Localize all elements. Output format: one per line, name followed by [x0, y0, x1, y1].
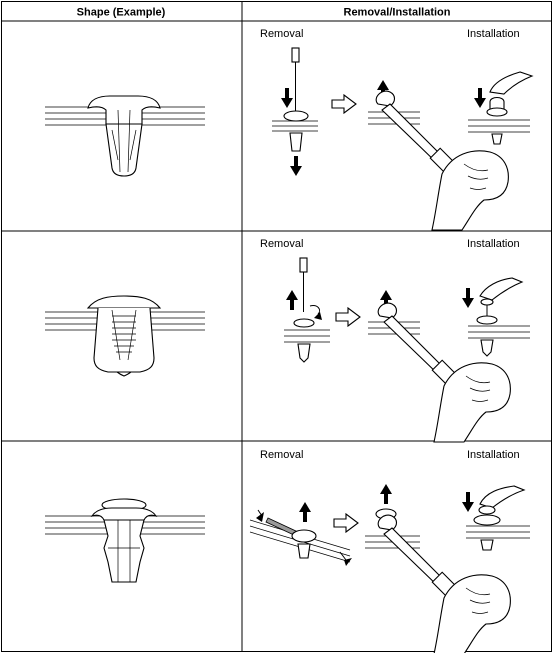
arrow-up-icon	[299, 502, 311, 522]
finger-icon	[489, 71, 534, 95]
header-shape: Shape (Example)	[77, 7, 166, 19]
removal-label-3: Removal	[260, 449, 303, 461]
installation-label-2: Installation	[467, 238, 520, 250]
removal-step-1b	[368, 80, 509, 231]
arrow-down-icon	[462, 288, 474, 308]
next-step-arrow-icon	[333, 513, 359, 533]
installation-label-1: Installation	[467, 28, 520, 40]
next-step-arrow-icon	[331, 94, 357, 114]
removal-step-2a	[284, 257, 330, 363]
removal-step-3b	[365, 484, 511, 653]
removal-step-3a	[249, 502, 352, 566]
clip-shape-3	[45, 498, 205, 583]
removal-step-2b	[368, 290, 511, 443]
clip-remover-tool-icon	[377, 514, 511, 653]
screwdriver-icon	[299, 257, 308, 273]
clip-shape-1	[45, 95, 205, 177]
removal-label-2: Removal	[260, 238, 303, 250]
arrow-icon	[256, 512, 264, 522]
next-step-arrow-icon	[335, 307, 361, 327]
removal-label-1: Removal	[260, 28, 303, 40]
arrow-down-icon	[290, 156, 302, 176]
finger-icon	[479, 485, 526, 509]
installation-step-1	[468, 71, 534, 145]
screwdriver-icon	[291, 47, 300, 63]
header-removal-installation: Removal/Installation	[344, 7, 451, 19]
arrow-up-icon	[286, 290, 298, 310]
removal-step-1a	[272, 47, 318, 176]
arrow-down-icon	[281, 88, 293, 108]
finger-icon	[479, 277, 524, 301]
clip-shape-2	[45, 295, 205, 377]
arrow-up-icon	[380, 484, 392, 504]
installation-step-2	[462, 277, 530, 357]
installation-label-3: Installation	[467, 449, 520, 461]
arrow-down-icon	[462, 492, 474, 512]
installation-step-3	[462, 485, 530, 551]
arrow-down-icon	[474, 88, 486, 108]
